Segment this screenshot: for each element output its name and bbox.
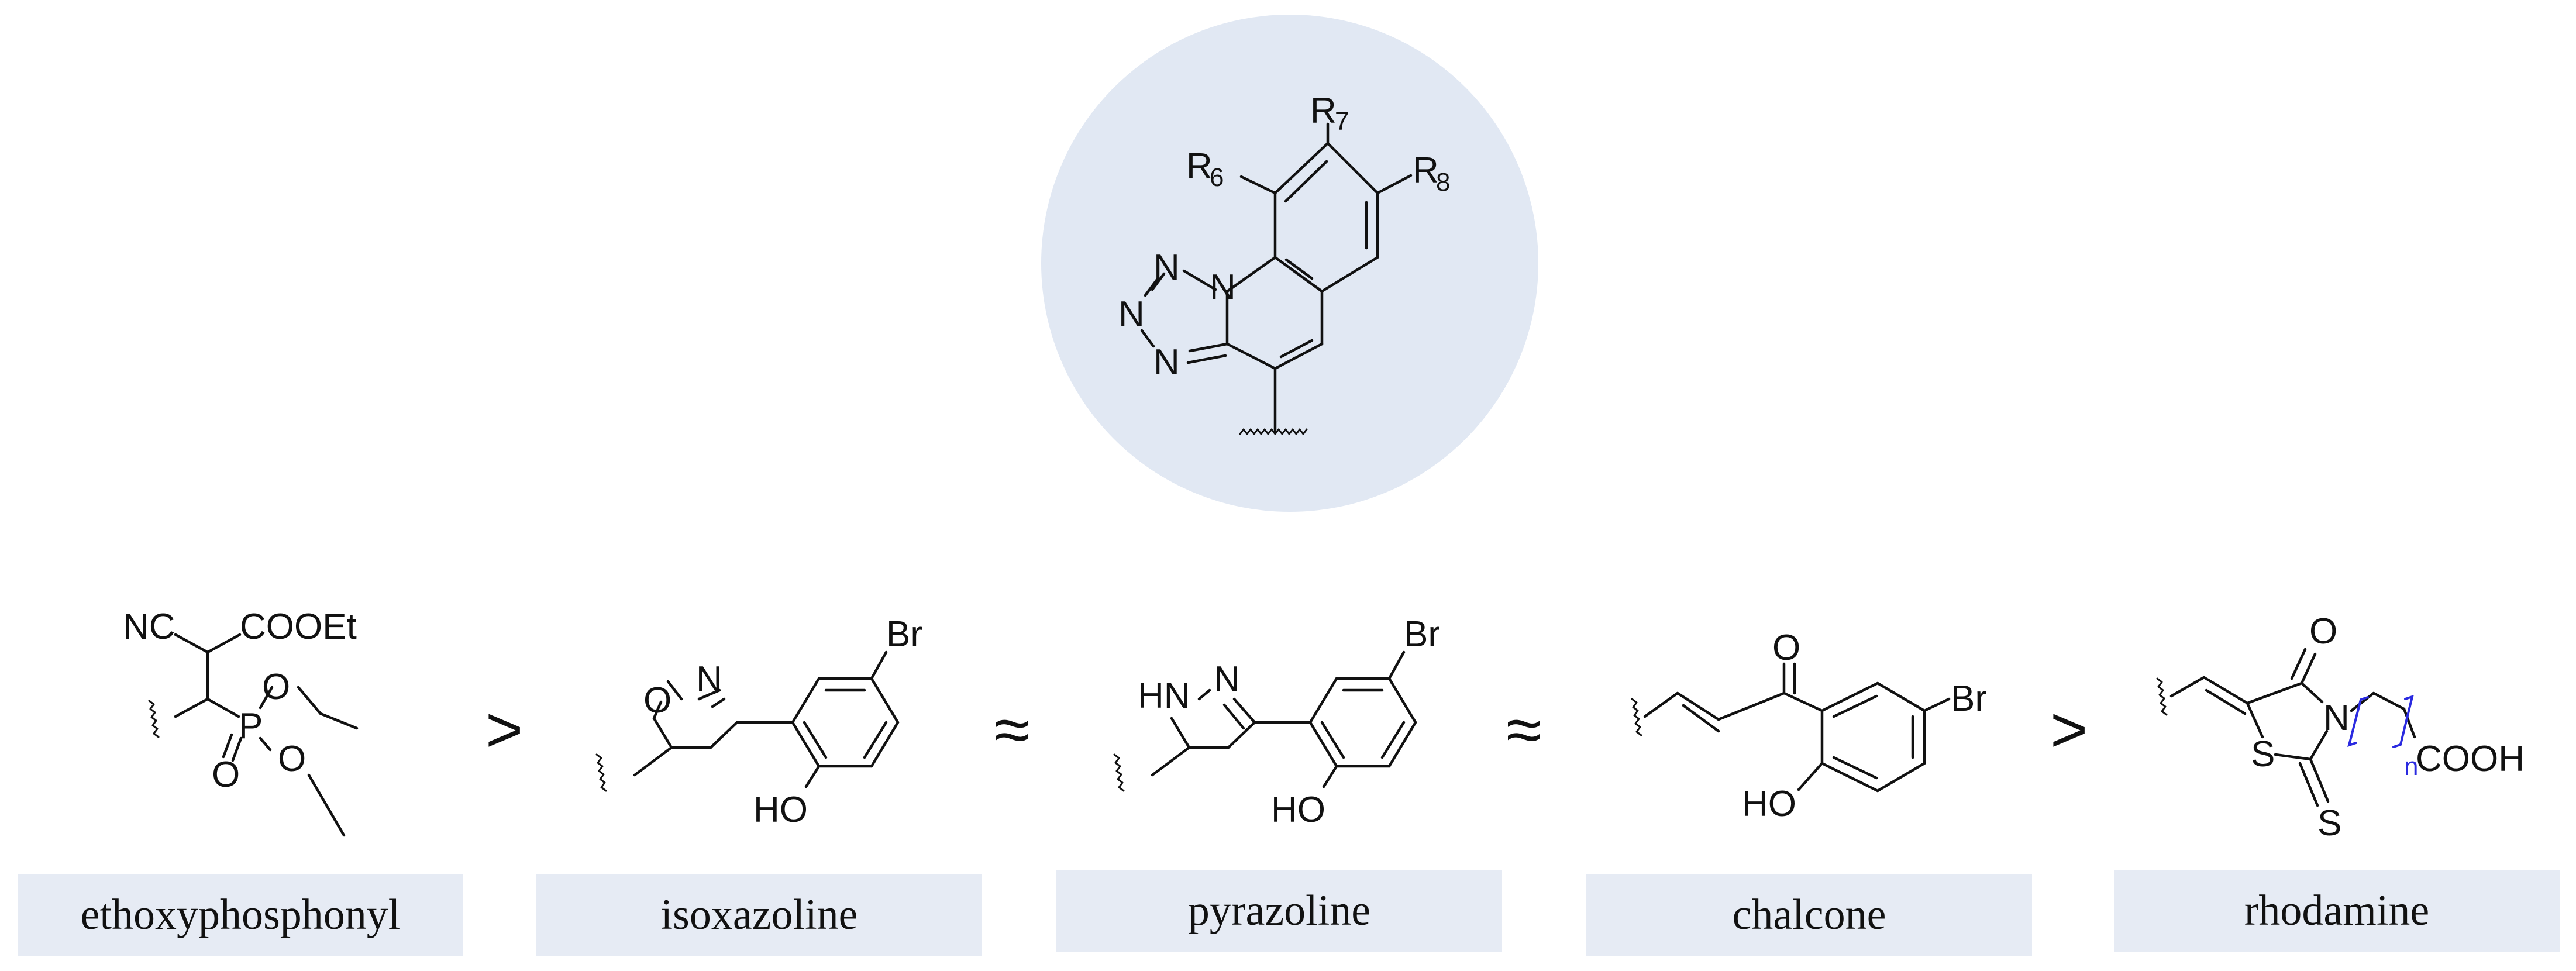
operator-approx-2: ≈: [1506, 694, 1541, 766]
rhodamine-ring-s-label: S: [2251, 734, 2275, 774]
ether-o2-label: O: [278, 739, 306, 779]
isoxazoline-o-label: O: [643, 680, 671, 721]
isoxazoline-br-label: Br: [886, 614, 922, 655]
r6-bond: [1239, 175, 1277, 195]
core-n3-label: N: [1118, 294, 1145, 335]
rhodamine-o-label: O: [2309, 611, 2337, 652]
phosphorus-label: P: [239, 706, 263, 746]
cooet-label: COOEt: [240, 607, 357, 647]
chalcone-br-label: Br: [1951, 679, 1987, 719]
pyrazoline-ho-label: HO: [1271, 790, 1325, 830]
phosphoryl-o-label: O: [212, 755, 240, 795]
core-tetrazole-ring: [1140, 269, 1229, 364]
label-chalcone: chalcone: [1586, 874, 2032, 956]
r8-bond: [1376, 174, 1413, 195]
fragment-pyrazoline: HN N Br HO: [1113, 614, 1440, 830]
r8-subscript: 8: [1436, 168, 1450, 197]
r8-label: R: [1413, 150, 1439, 191]
fragment-rhodamine: O N S S n COOH: [2156, 611, 2525, 843]
core-n4-label: N: [1153, 342, 1180, 383]
isoxazoline-n-label: N: [696, 659, 722, 700]
label-isoxazoline: isoxazoline: [536, 874, 982, 956]
fragment-isoxazoline: O N Br HO: [595, 614, 922, 830]
ether-o1-label: O: [262, 667, 290, 707]
operator-greater-2: >: [2050, 694, 2088, 766]
chalcone-o-label: O: [1772, 628, 1800, 668]
label-rhodamine: rhodamine: [2114, 870, 2560, 952]
rhodamine-cooh-label: COOH: [2416, 739, 2525, 779]
core-n2-label: N: [1153, 247, 1180, 288]
chalcone-ho-label: HO: [1742, 784, 1796, 824]
r6-subscript: 6: [1210, 163, 1224, 192]
pyrazoline-n-label: N: [1214, 659, 1240, 700]
core-n1-label: N: [1210, 267, 1236, 308]
label-ethoxyphosphonyl: ethoxyphosphonyl: [18, 874, 463, 956]
operator-approx-1: ≈: [994, 694, 1029, 766]
isoxazoline-ho-label: HO: [753, 790, 808, 830]
attachment-wavy-line: [1239, 428, 1308, 435]
pyrazoline-hn-label: HN: [1138, 676, 1190, 716]
label-pyrazoline: pyrazoline: [1056, 870, 1502, 952]
pyrazoline-br-label: Br: [1404, 614, 1440, 655]
rhodamine-n-label: N: [2323, 698, 2350, 738]
r7-subscript: 7: [1335, 107, 1349, 136]
repeat-n-label: n: [2404, 752, 2418, 781]
nc-label: NC: [123, 607, 175, 647]
fragment-chalcone: O Br HO: [1631, 628, 1987, 824]
fragment-ethoxyphosphonyl: NC COOEt O P O O: [123, 607, 359, 837]
r6-label: R: [1186, 146, 1213, 187]
core-scaffold: R 7 R 6 R 8 N N N N: [1041, 15, 1538, 512]
operator-greater-1: >: [485, 694, 523, 766]
r7-label: R: [1310, 91, 1337, 131]
core-pyridine-ring: [1225, 256, 1324, 370]
core-benzene-ring: [1273, 142, 1379, 293]
rhodamine-thione-s-label: S: [2317, 803, 2341, 843]
